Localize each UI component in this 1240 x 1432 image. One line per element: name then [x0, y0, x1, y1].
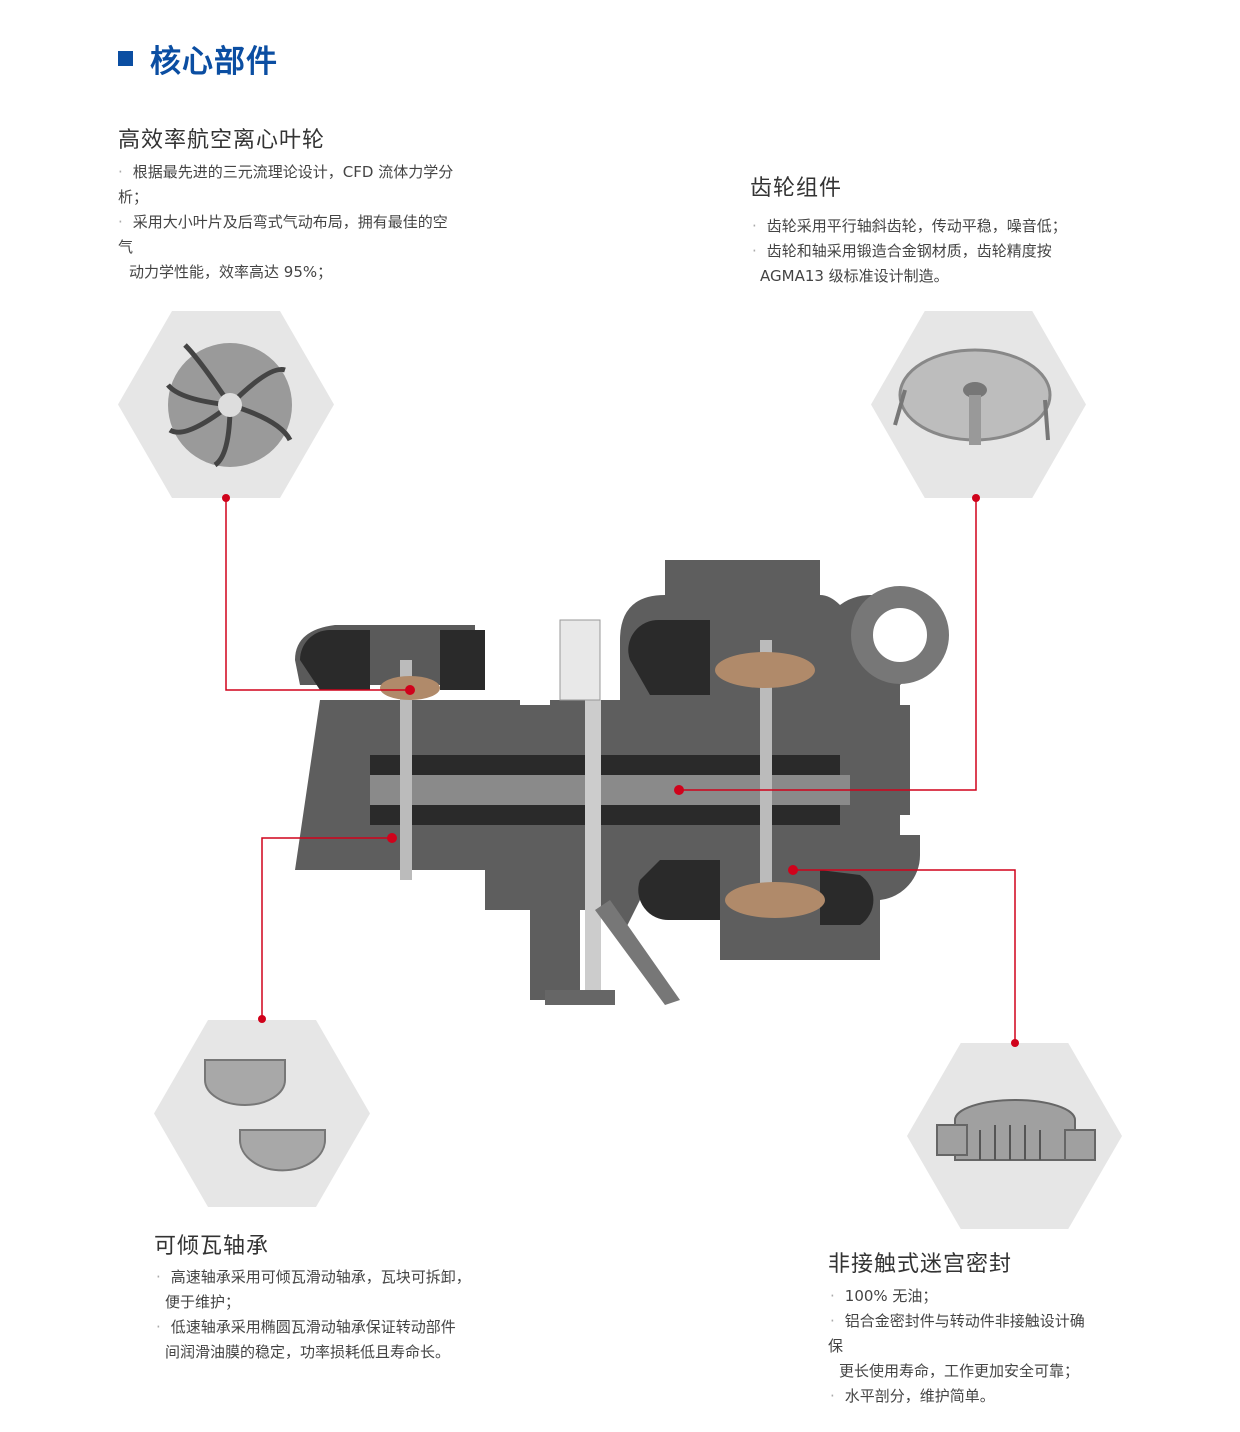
bearing-line: 间润滑油膜的稳定，功率损耗低且寿命长。 [165, 1343, 451, 1361]
bearing-line: 便于维护； [165, 1293, 241, 1311]
callout-lines [225, 498, 1016, 1043]
seal-title: 非接触式迷宫密封 [828, 1252, 1013, 1277]
impeller-title: 高效率航空离心叶轮 [118, 128, 326, 153]
impeller-icon [166, 343, 293, 468]
impeller-callout-line [225, 498, 410, 691]
bearing-line: ·低速轴承采用椭圆瓦滑动轴承保证转动部件 [156, 1318, 456, 1336]
bearing-line: ·高速轴承采用可倾瓦滑动轴承，瓦块可拆卸， [156, 1268, 471, 1286]
compressor-cross-section [295, 560, 949, 1005]
heading-text: 核心部件 [150, 44, 278, 80]
gear-callout-line [679, 498, 977, 791]
seal-line: ·水平剖分，维护简单。 [830, 1387, 995, 1405]
seal-line: ·铝合金密封件与转动件非接触设计确 [830, 1312, 1085, 1330]
bearing-callout-line [261, 837, 392, 1019]
seal-line: 更长使用寿命，工作更加安全可靠； [839, 1362, 1080, 1380]
callout-dots [222, 494, 1019, 1047]
impeller-line: ·根据最先进的三元流理论设计，CFD 流体力学分 [118, 163, 454, 181]
impeller-line: 析； [118, 188, 149, 206]
gear-line: ·齿轮和轴采用锻造合金钢材质，齿轮精度按 [752, 242, 1052, 260]
section-heading: 核心部件 [118, 36, 278, 81]
seal-line: 保 [828, 1337, 844, 1355]
gear-line: AGMA13 级标准设计制造。 [760, 267, 949, 285]
impeller-line: 动力学性能，效率高达 95%； [129, 263, 333, 281]
seal-line: ·100% 无油； [830, 1287, 938, 1305]
gear-line: ·齿轮采用平行轴斜齿轮，传动平稳，噪音低； [752, 217, 1067, 235]
impeller-line: ·采用大小叶片及后弯式气动布局，拥有最佳的空 [118, 213, 448, 231]
impeller-line: 气 [118, 238, 134, 256]
gear-title: 齿轮组件 [750, 176, 843, 201]
seal-icon [936, 1099, 1096, 1161]
seal-callout-line [793, 869, 1016, 1043]
bearing-icon [204, 1059, 326, 1172]
heading-square-icon [118, 51, 133, 66]
bearing-title: 可倾瓦轴承 [154, 1234, 270, 1259]
gear-assembly-icon [893, 348, 1052, 445]
